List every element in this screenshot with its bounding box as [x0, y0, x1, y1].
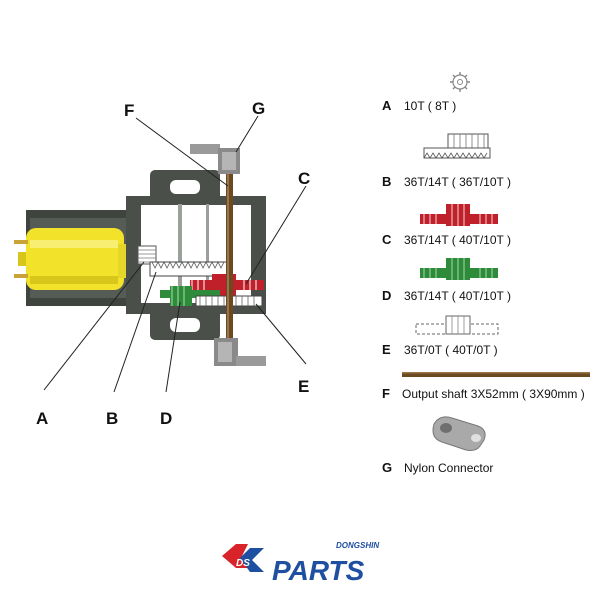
- part-b-label: 36T/14T ( 36T/10T ): [404, 175, 511, 189]
- leader-lines: [43, 115, 307, 393]
- leader-f: [135, 117, 229, 187]
- leader-c: [245, 185, 307, 285]
- nylon-connector-top: [190, 144, 240, 174]
- callout-e: E: [298, 377, 309, 396]
- leader-a: [43, 261, 145, 391]
- leader-e: [255, 303, 307, 365]
- dongshin-parts-logo: DS DONGSHIN PARTS: [222, 541, 379, 586]
- output-shaft: [226, 166, 233, 366]
- callout-a: A: [36, 409, 48, 428]
- part-g-icon: [432, 416, 486, 451]
- ds-mark-icon: DS: [222, 544, 264, 572]
- part-e-label: 36T/0T ( 40T/0T ): [404, 343, 498, 357]
- part-c-letter: C: [382, 232, 392, 247]
- part-g-letter: G: [382, 460, 392, 475]
- part-c-label: 36T/14T ( 40T/10T ): [404, 233, 511, 247]
- logo-brand: PARTS: [272, 555, 365, 586]
- callout-f: F: [124, 101, 134, 120]
- nylon-connector-bottom: [214, 338, 266, 366]
- callout-b: B: [106, 409, 118, 428]
- leader-d: [165, 301, 181, 393]
- logo-maker: DONGSHIN: [336, 541, 379, 550]
- callout-c: C: [298, 169, 310, 188]
- gear-a-pinion: [137, 245, 157, 265]
- part-b-letter: B: [382, 174, 391, 189]
- leader-g: [235, 115, 259, 153]
- leader-b: [113, 271, 157, 393]
- gear-d-green: [160, 286, 220, 306]
- part-g-label: Nylon Connector: [404, 461, 493, 475]
- part-d-label: 36T/14T ( 40T/10T ): [404, 289, 511, 303]
- part-d-icon: [420, 258, 498, 280]
- part-a-label: 10T ( 8T ): [404, 99, 456, 113]
- part-d-letter: D: [382, 288, 391, 303]
- part-f-letter: F: [382, 386, 390, 401]
- part-a-letter: A: [382, 98, 392, 113]
- part-e-letter: E: [382, 342, 391, 357]
- gear-b-white: [149, 261, 229, 277]
- part-a-icon: [450, 72, 470, 92]
- part-c-icon: [420, 204, 498, 226]
- logo-initials: DS: [236, 558, 250, 569]
- callout-g: G: [252, 99, 265, 118]
- part-f-label: Output shaft 3X52mm ( 3X90mm ): [402, 387, 585, 401]
- part-f-icon: [402, 372, 590, 377]
- part-b-icon: [423, 133, 491, 159]
- part-e-icon: [415, 315, 499, 335]
- callout-d: D: [160, 409, 172, 428]
